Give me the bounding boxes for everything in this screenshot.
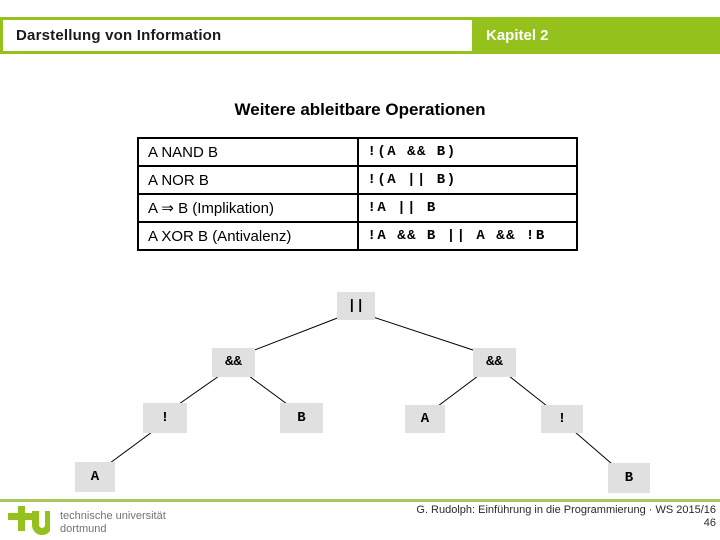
table-row: A ⇒ B (Implikation) !A || B (137, 193, 578, 223)
table-cell-expression: !(A && B) (356, 137, 578, 167)
table-row: A NAND B !(A && B) (137, 137, 578, 167)
footer-divider (0, 499, 720, 502)
tree-node-leaf-a-right: A (405, 405, 445, 433)
tu-logo-icon (8, 506, 50, 535)
credit-line: G. Rudolph: Einführung in die Programmie… (416, 504, 716, 516)
table-cell-operation: A NOR B (137, 165, 359, 195)
header-bar: Darstellung von Information Kapitel 2 (0, 17, 720, 54)
tree-node-and-right: && (473, 348, 516, 377)
header-section-title: Darstellung von Information (0, 17, 472, 54)
tree-node-leaf-b-bottom: B (608, 463, 650, 493)
table-row: A XOR B (Antivalenz) !A && B || A && !B (137, 221, 578, 251)
table-cell-operation: A XOR B (Antivalenz) (137, 221, 359, 251)
footer-credit: G. Rudolph: Einführung in die Programmie… (416, 504, 716, 530)
page-number: 46 (703, 517, 716, 529)
tree-node-or-root: || (337, 292, 375, 320)
table-cell-expression: !A || B (356, 193, 578, 223)
page-title: Weitere ableitbare Operationen (234, 100, 486, 119)
chapter-label: Kapitel 2 (486, 27, 549, 44)
logo-line2: dortmund (60, 523, 107, 535)
section-title: Darstellung von Information (16, 27, 222, 44)
chapter-badge: Kapitel 2 (472, 17, 720, 54)
tree-node-not-left: ! (143, 403, 187, 433)
table-cell-operation: A NAND B (137, 137, 359, 167)
logo-text: technische universität dortmund (60, 504, 166, 536)
tree-node-and-left: && (212, 348, 255, 377)
tree-node-leaf-b-left: B (280, 403, 323, 433)
operations-table: A NAND B !(A && B) A NOR B !(A || B) A ⇒… (137, 137, 578, 251)
table-cell-expression: !(A || B) (356, 165, 578, 195)
table-cell-expression: !A && B || A && !B (356, 221, 578, 251)
tu-dortmund-logo: technische universität dortmund (8, 504, 166, 540)
tree-node-not-right: ! (541, 405, 583, 433)
table-row: A NOR B !(A || B) (137, 165, 578, 195)
tree-node-leaf-a-bottom: A (75, 462, 115, 492)
logo-line1: technische universität (60, 510, 166, 522)
table-cell-operation: A ⇒ B (Implikation) (137, 193, 359, 223)
